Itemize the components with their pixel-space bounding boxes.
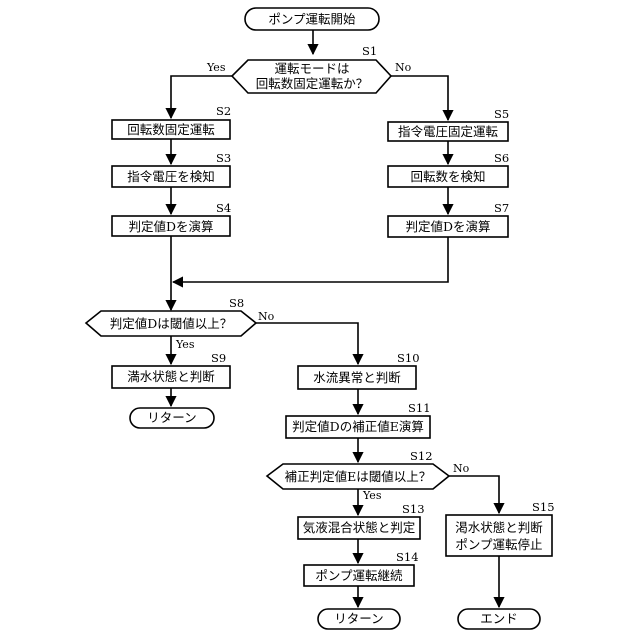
start-terminal: ポンプ運転開始 [245,8,379,30]
s12-no-label: No [453,462,470,475]
decision-s12: 補正判定値Eは閾値以上？ S12 No Yes [267,449,470,502]
return-terminal-left: リターン [130,408,214,428]
s12-step: S12 [410,449,433,463]
return1-label: リターン [147,410,196,425]
s8-no-label: No [258,310,275,323]
s7-step: S7 [494,201,509,215]
s6-label: 回転数を検知 [410,169,485,184]
arrow-s7-merge [173,237,448,282]
process-s15: 渇水状態と判断 ポンプ運転停止 S15 [446,500,555,556]
s8-label: 判定値Dは閾値以上？ [110,316,233,331]
s1-no-label: No [395,61,412,74]
s14-step: S14 [396,550,419,564]
s10-step: S10 [397,351,420,365]
s14-label: ポンプ運転継続 [315,568,403,583]
s5-label: 指令電圧固定運転 [398,124,499,139]
s6-step: S6 [494,151,509,165]
s10-label: 水流異常と判断 [313,370,401,385]
s8-yes-label: Yes [175,338,195,351]
s2-label: 回転数固定運転 [127,122,215,137]
s7-label: 判定値Dを演算 [405,219,490,234]
decision-s1: 運転モードは 回転数固定運転か？ S1 Yes No [206,44,412,93]
s13-label: 気液混合状態と判定 [303,520,416,535]
arrow-s12-no [449,476,499,513]
s9-step: S9 [211,351,226,365]
s4-label: 判定値Dを演算 [128,219,213,234]
s12-label: 補正判定値Eは閾値以上？ [285,469,432,484]
process-s13: 気液混合状態と判定 S13 [298,502,425,539]
s11-label: 判定値Dの補正値E演算 [292,419,424,434]
end-terminal: エンド [458,609,540,629]
start-label: ポンプ運転開始 [268,12,356,27]
return2-label: リターン [334,611,383,626]
s15-step: S15 [532,500,555,514]
s1-yes-label: Yes [206,61,226,74]
arrow-s8-no [256,323,358,364]
s4-step: S4 [216,201,231,215]
s8-step: S8 [229,296,244,310]
s1-label-line2: 回転数固定運転か？ [256,76,369,91]
s1-step: S1 [362,44,377,58]
s9-label: 満水状態と判断 [127,369,215,384]
end-label: エンド [480,611,518,626]
s13-step: S13 [402,502,425,516]
s15-label-line2: ポンプ運転停止 [455,537,542,552]
s11-step: S11 [408,401,431,415]
s1-label-line1: 運転モードは [274,61,349,76]
s5-step: S5 [494,107,509,121]
decision-s8: 判定値Dは閾値以上？ S8 No Yes [86,296,275,351]
arrow-s1-no [391,76,448,120]
s15-label-line1: 渇水状態と判断 [455,520,543,535]
s2-step: S2 [216,104,231,118]
s3-label: 指令電圧を検知 [127,169,215,184]
process-s14: ポンプ運転継続 S14 [304,550,419,586]
s3-step: S3 [216,151,231,165]
return-terminal-right: リターン [318,609,400,629]
s12-yes-label: Yes [362,489,382,502]
